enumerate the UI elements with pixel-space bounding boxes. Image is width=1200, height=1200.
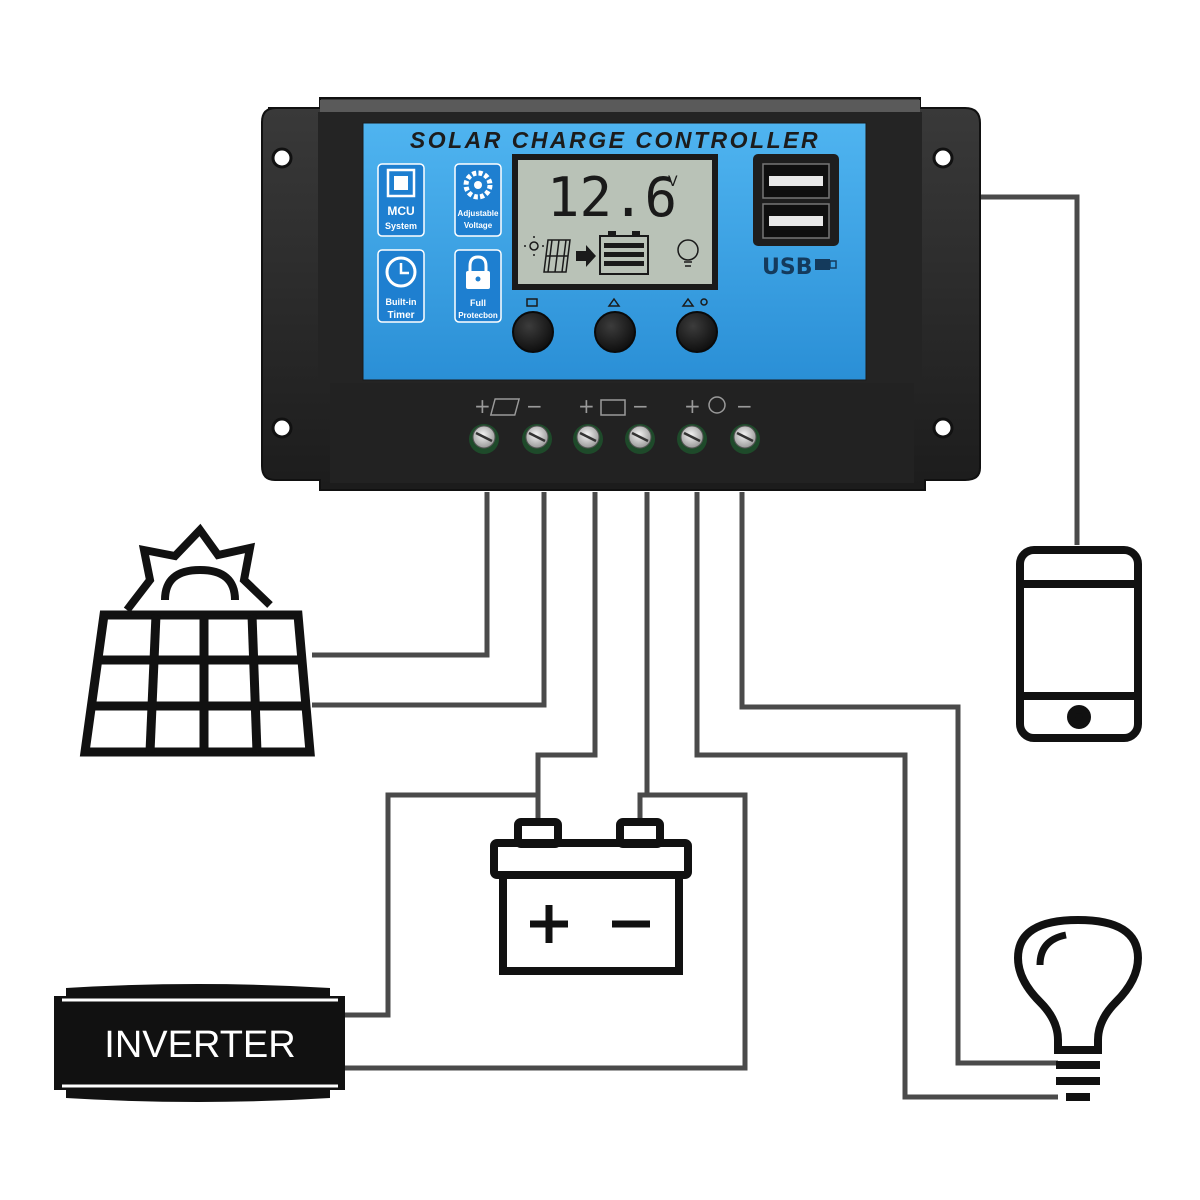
lcd-arrow-icon	[576, 245, 596, 267]
charge-controller: SOLAR CHARGE CONTROLLER MCU System Adjus…	[261, 97, 981, 491]
svg-text:+: +	[578, 394, 595, 418]
svg-text:+: +	[684, 394, 701, 418]
usb-ports: USB	[753, 154, 839, 280]
up-bulb-icon	[681, 297, 695, 307]
terminal-screw-battery-negative[interactable]	[625, 424, 655, 454]
terminal-block	[330, 383, 914, 483]
wire-load-negative	[739, 492, 1058, 1066]
lcd-voltage-readout: 12.6	[547, 166, 677, 229]
clock-icon	[385, 256, 417, 288]
solar-panel	[79, 523, 315, 757]
inverter-body	[54, 984, 345, 1102]
wire-battery-negative	[637, 492, 650, 820]
smartphone	[1016, 546, 1142, 742]
housing-highlight	[320, 100, 920, 114]
phone-icon	[1016, 546, 1142, 742]
solar-panel-icon	[79, 610, 315, 757]
battery-symbol-icon	[600, 399, 626, 416]
phone-home-button	[1067, 705, 1091, 729]
wire-solar-negative	[312, 492, 547, 708]
terminal-screw-load-negative[interactable]	[730, 424, 760, 454]
wire-solar-positive	[312, 492, 490, 658]
mount-hole	[932, 147, 954, 169]
feature-line2: Protecbon	[458, 311, 498, 320]
gear-icon	[463, 170, 493, 200]
feature-tile-timer: Built-in Timer	[377, 249, 425, 323]
terminal-screw-solar-negative[interactable]	[522, 424, 552, 454]
wire-inverter-positive	[345, 792, 541, 1018]
mount-hole	[271, 417, 293, 439]
menu-icon	[526, 298, 538, 307]
wire-load-positive	[694, 492, 1058, 1100]
inverter: INVERTER	[54, 984, 345, 1102]
mount-hole	[271, 147, 293, 169]
battery	[490, 818, 692, 975]
feature-line1: Built-in	[386, 297, 417, 307]
terminal-symbols: + − + − + −	[474, 394, 753, 418]
up-icon	[607, 297, 621, 307]
svg-text:+: +	[474, 394, 491, 418]
solar-panel-symbol-icon	[489, 398, 521, 416]
panel-title: SOLAR CHARGE CONTROLLER	[410, 127, 820, 153]
chip-icon	[386, 168, 416, 198]
down-button[interactable]	[676, 311, 718, 353]
menu-button[interactable]	[512, 311, 554, 353]
lcd-panel-icon	[543, 239, 571, 273]
feature-tile-mcu: MCU System	[377, 163, 425, 237]
light-bulb	[1013, 915, 1143, 1101]
terminal-screws	[469, 424, 760, 454]
terminal-screw-load-positive[interactable]	[677, 424, 707, 454]
bulb-symbol-icon	[708, 396, 726, 414]
lock-icon	[468, 255, 488, 272]
wire-inverter-negative	[345, 792, 748, 1071]
feature-tile-protection: Full Protecbon	[454, 249, 502, 323]
svg-text:−: −	[526, 394, 543, 418]
lcd-battery-icon	[599, 231, 649, 275]
svg-text:−: −	[736, 394, 753, 418]
wires	[312, 194, 1080, 1100]
light-bulb-icon	[1013, 915, 1143, 1054]
feature-line2: Voltage	[464, 221, 493, 230]
feature-line2: System	[385, 221, 417, 231]
mount-hole	[932, 417, 954, 439]
terminal-screw-solar-positive[interactable]	[469, 424, 499, 454]
up-button[interactable]	[594, 311, 636, 353]
lcd-sun-icon	[524, 236, 544, 256]
svg-text:−: −	[632, 394, 649, 418]
feature-tile-voltage: Adjustable Voltage	[454, 163, 502, 237]
feature-line2: Timer	[387, 310, 414, 321]
inverter-label: INVERTER	[104, 1024, 295, 1066]
sun-icon	[123, 523, 273, 613]
terminal-screw-battery-positive[interactable]	[573, 424, 603, 454]
usb-label: USB	[762, 255, 812, 280]
feature-line1: Full	[470, 298, 486, 308]
lcd-unit: V	[668, 174, 678, 190]
battery-plus-sign	[530, 905, 568, 943]
feature-line1: MCU	[387, 204, 414, 218]
feature-line1: Adjustable	[458, 209, 499, 218]
control-buttons	[512, 297, 718, 353]
usb-plug-icon	[815, 259, 830, 270]
lcd-bulb-icon	[677, 239, 699, 267]
wire-battery-positive	[535, 492, 598, 820]
